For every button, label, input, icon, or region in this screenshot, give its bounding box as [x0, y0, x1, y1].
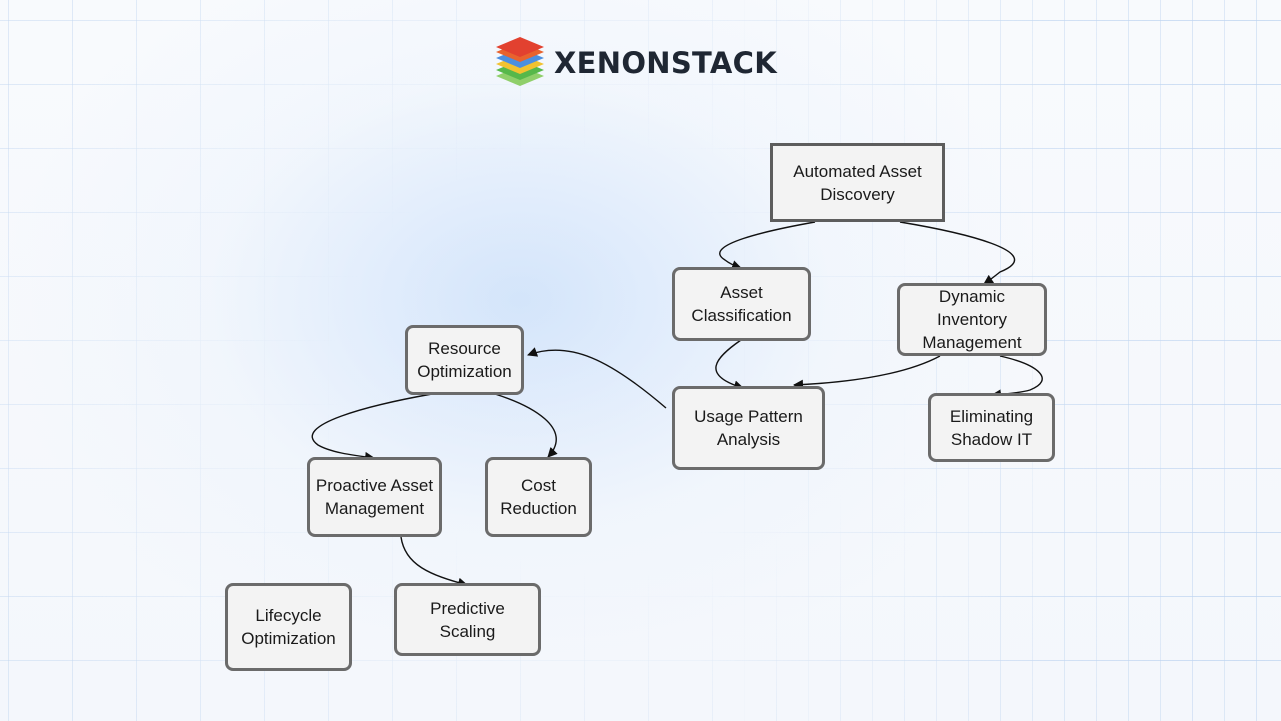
node-label: Predictive Scaling — [430, 598, 505, 641]
node-resource-optimization: Resource Optimization — [405, 325, 524, 395]
edge-discovery-to-classification — [719, 221, 816, 270]
brand-name: XENONSTACK — [554, 46, 777, 80]
node-label: Usage Pattern Analysis — [694, 407, 803, 449]
node-label: Cost Reduction — [500, 476, 577, 518]
edge-classification-to-usage — [715, 339, 744, 391]
layered-stack-icon — [496, 37, 544, 86]
edge-usage-to-resource — [527, 347, 667, 409]
node-predictive-scaling: Predictive Scaling — [394, 583, 541, 656]
node-eliminating-shadow-it: Eliminating Shadow IT — [928, 393, 1055, 462]
edge-resource-to-cost — [494, 393, 558, 458]
edge-inventory-to-usage — [793, 355, 941, 390]
node-asset-classification: Asset Classification — [672, 267, 811, 341]
node-usage-pattern-analysis: Usage Pattern Analysis — [672, 386, 825, 470]
node-automated-asset-discovery: Automated Asset Discovery — [770, 143, 945, 222]
node-label: Automated Asset Discovery — [793, 161, 922, 204]
node-label: Dynamic Inventory Management — [922, 287, 1022, 352]
node-proactive-asset-management: Proactive Asset Management — [307, 457, 442, 537]
node-label: Lifecycle Optimization — [241, 606, 336, 648]
edge-discovery-to-inventory — [899, 221, 1016, 285]
node-label: Proactive Asset Management — [315, 476, 434, 518]
brand-logo: XENONSTACK — [494, 36, 777, 90]
edge-inventory-to-shadowit — [991, 355, 1043, 400]
node-label: Eliminating Shadow IT — [949, 406, 1034, 449]
background-grid-right — [700, 0, 1281, 721]
node-label: Asset Classification — [691, 283, 792, 325]
edge-resource-to-proactive — [311, 393, 433, 462]
node-label: Resource Optimization — [417, 339, 512, 381]
node-dynamic-inventory-management: Dynamic Inventory Management — [897, 283, 1047, 356]
node-lifecycle-optimization: Lifecycle Optimization — [225, 583, 352, 671]
node-cost-reduction: Cost Reduction — [485, 457, 592, 537]
edge-proactive-to-predictive — [400, 536, 468, 588]
